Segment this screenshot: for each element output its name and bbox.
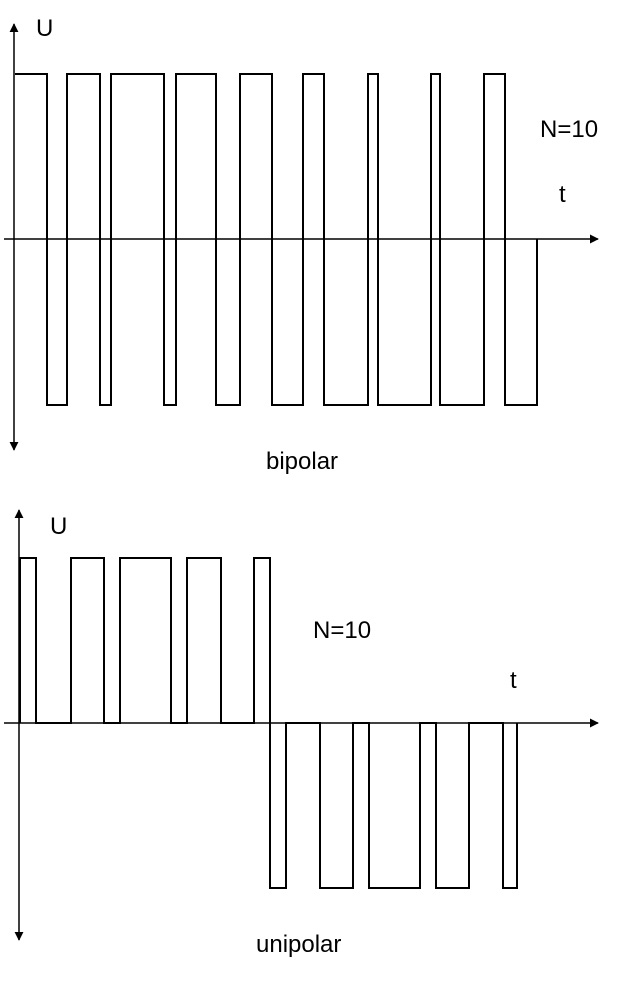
bipolar-waveform xyxy=(15,73,538,406)
unipolar-annotation: N=10 xyxy=(313,617,371,644)
unipolar-y-axis-label: U xyxy=(50,513,67,540)
bipolar-y-axis-label: U xyxy=(36,15,53,42)
unipolar-caption: unipolar xyxy=(256,931,341,958)
bipolar-x-axis-label: t xyxy=(559,181,566,208)
unipolar-waveform xyxy=(19,557,518,889)
bipolar-diagram: U t N=10 bipolar xyxy=(4,15,599,475)
bipolar-caption: bipolar xyxy=(266,448,338,475)
bipolar-annotation: N=10 xyxy=(540,116,598,143)
unipolar-diagram: U t N=10 unipolar xyxy=(4,509,599,958)
unipolar-x-axis-label: t xyxy=(510,667,517,694)
